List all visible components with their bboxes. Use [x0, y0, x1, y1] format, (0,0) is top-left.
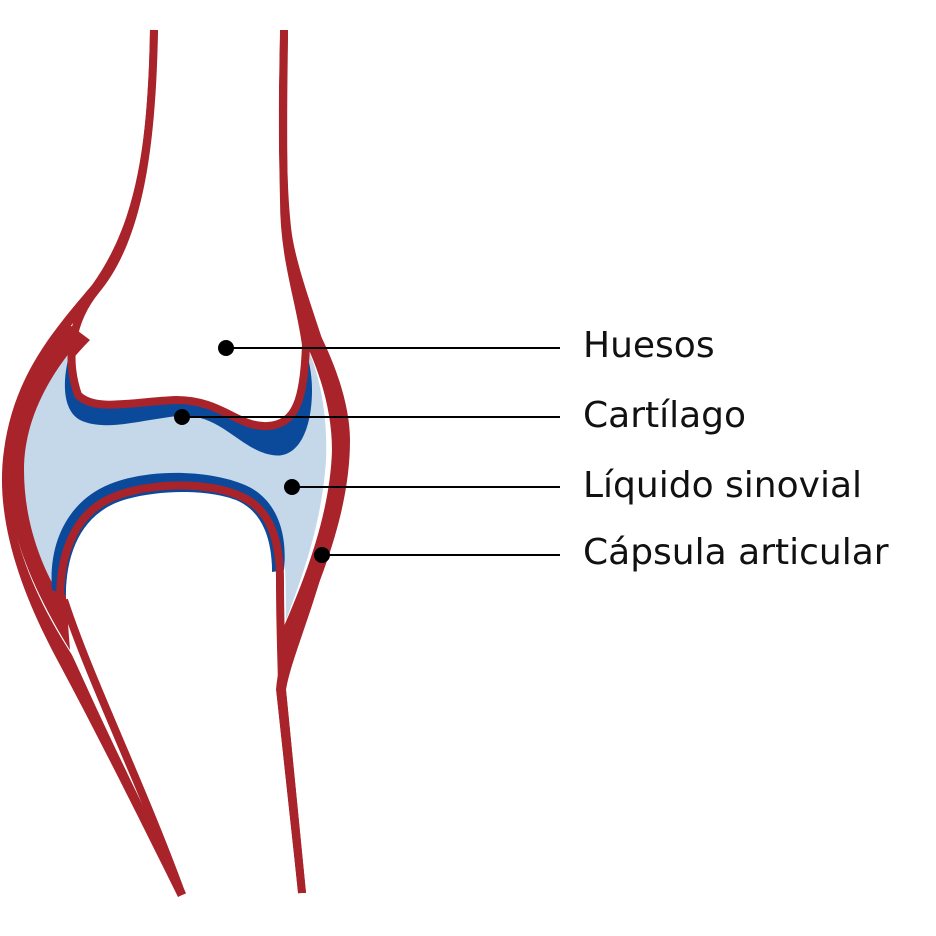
lower-bone: [66, 493, 298, 893]
label-bones: Huesos: [583, 325, 715, 366]
upper-cartilage: [64, 345, 312, 456]
label-cartilage: Cartílago: [583, 395, 747, 436]
leader-dot-cartilage: [174, 409, 190, 425]
lower-cartilage: [51, 472, 285, 595]
upper-bone: [77, 30, 309, 419]
capsule-bulge-right: [278, 300, 350, 672]
upper-bone-outline: [67, 29, 311, 431]
leader-dot-bones: [218, 340, 234, 356]
label-joint-capsule: Cápsula articular: [583, 532, 889, 573]
lower-bone-outline: [56, 481, 306, 897]
joint-capsule-right: [276, 30, 348, 893]
joint-capsule: [1, 30, 187, 897]
leader-dot-capsule: [314, 547, 330, 563]
label-synovial-fluid: Líquido sinovial: [583, 465, 863, 506]
leader-dot-fluid: [284, 479, 300, 495]
capsule-bulge: [6, 325, 92, 650]
